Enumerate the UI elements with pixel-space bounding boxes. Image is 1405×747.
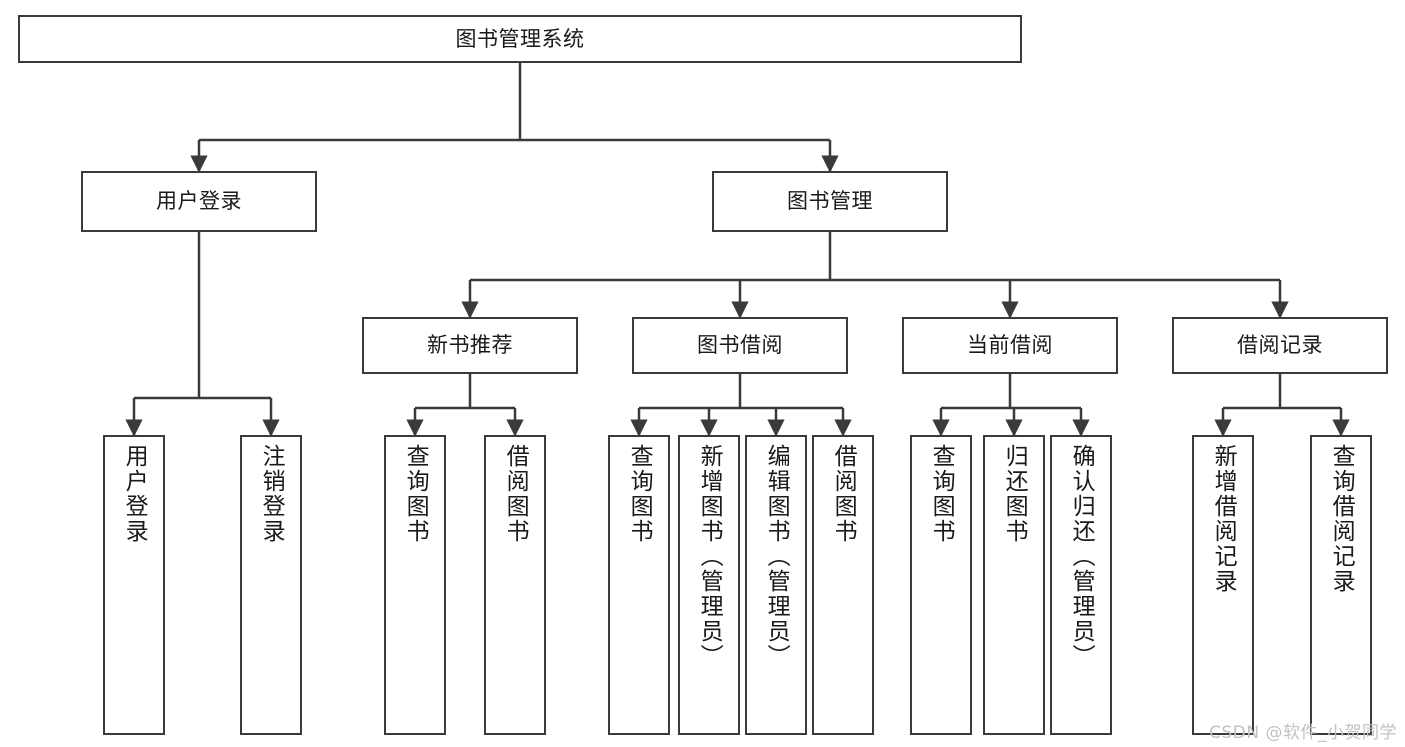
node-root[interactable]: 图书管理系统 xyxy=(18,15,1022,63)
node-label-root: 图书管理系统 xyxy=(455,26,585,51)
node-book-borrow[interactable]: 图书借阅 xyxy=(632,317,848,374)
node-leaf-user-login[interactable]: 用户登录 xyxy=(103,435,165,735)
node-leaf-return-book[interactable]: 归还图书 xyxy=(983,435,1045,735)
node-leaf-logout[interactable]: 注销登录 xyxy=(240,435,302,735)
node-leaf-add-record[interactable]: 新增借阅记录 xyxy=(1192,435,1254,735)
node-label-leaf-confirm-return: 确认归还（管理员） xyxy=(1068,444,1095,669)
node-label-leaf-query-book-current: 查询图书 xyxy=(928,444,955,544)
node-label-leaf-add-book: 新增图书（管理员） xyxy=(696,444,723,669)
node-user-login[interactable]: 用户登录 xyxy=(81,171,317,232)
node-label-user-login: 用户登录 xyxy=(156,189,242,214)
node-current-borrow[interactable]: 当前借阅 xyxy=(902,317,1118,374)
node-label-new-book-recommend: 新书推荐 xyxy=(427,333,513,358)
node-leaf-query-book-rec[interactable]: 查询图书 xyxy=(384,435,446,735)
node-label-leaf-query-record: 查询借阅记录 xyxy=(1328,444,1355,594)
node-leaf-borrow-book[interactable]: 借阅图书 xyxy=(812,435,874,735)
node-label-book-management: 图书管理 xyxy=(787,189,873,214)
node-leaf-query-book-current[interactable]: 查询图书 xyxy=(910,435,972,735)
node-label-leaf-logout: 注销登录 xyxy=(258,444,285,544)
node-leaf-query-book-borrow[interactable]: 查询图书 xyxy=(608,435,670,735)
node-label-book-borrow: 图书借阅 xyxy=(697,333,783,358)
node-label-leaf-borrow-book: 借阅图书 xyxy=(830,444,857,544)
node-label-current-borrow: 当前借阅 xyxy=(967,333,1053,358)
node-label-leaf-return-book: 归还图书 xyxy=(1001,444,1028,544)
node-new-book-recommend[interactable]: 新书推荐 xyxy=(362,317,578,374)
node-label-leaf-query-book-rec: 查询图书 xyxy=(402,444,429,544)
node-label-leaf-user-login: 用户登录 xyxy=(121,444,148,544)
node-leaf-add-book[interactable]: 新增图书（管理员） xyxy=(678,435,740,735)
node-borrow-record[interactable]: 借阅记录 xyxy=(1172,317,1388,374)
node-label-leaf-borrow-book-rec: 借阅图书 xyxy=(502,444,529,544)
node-label-leaf-add-record: 新增借阅记录 xyxy=(1210,444,1237,594)
node-book-management[interactable]: 图书管理 xyxy=(712,171,948,232)
node-leaf-confirm-return[interactable]: 确认归还（管理员） xyxy=(1050,435,1112,735)
node-label-leaf-query-book-borrow: 查询图书 xyxy=(626,444,653,544)
node-leaf-edit-book[interactable]: 编辑图书（管理员） xyxy=(745,435,807,735)
csdn-watermark: CSDN @软件_小贺同学 xyxy=(1209,723,1397,743)
node-label-leaf-edit-book: 编辑图书（管理员） xyxy=(763,444,790,669)
node-leaf-borrow-book-rec[interactable]: 借阅图书 xyxy=(484,435,546,735)
node-leaf-query-record[interactable]: 查询借阅记录 xyxy=(1310,435,1372,735)
node-label-borrow-record: 借阅记录 xyxy=(1237,333,1323,358)
